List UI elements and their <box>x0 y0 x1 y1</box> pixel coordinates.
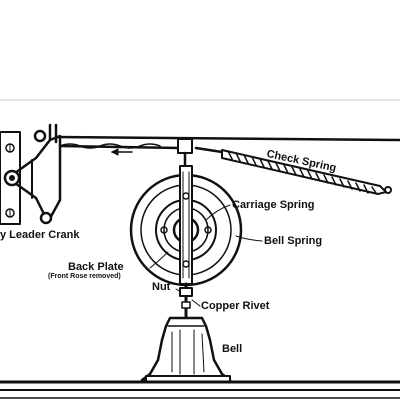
carriage-spring-label: Carriage Spring <box>232 199 315 211</box>
copper-rivet-label: Copper Rivet <box>201 300 270 312</box>
carriage <box>177 138 193 170</box>
nut-label: Nut <box>152 281 171 293</box>
bell-spring-wheel <box>129 165 243 287</box>
bell-spring-label: Bell Spring <box>264 235 323 247</box>
front-rose-note: (Front Rose removed) <box>48 273 121 280</box>
leader-crank-label: y Leader Crank <box>0 229 80 241</box>
base-rail <box>0 380 400 399</box>
direction-arrow-icon <box>111 148 133 156</box>
bell-stem <box>179 282 193 320</box>
back-plate-label: Back Plate <box>68 261 124 273</box>
leader-crank <box>3 123 62 225</box>
check-spring <box>194 146 392 195</box>
bell-label: Bell <box>222 343 243 355</box>
bell-body <box>140 316 232 383</box>
pull-wire <box>54 135 400 150</box>
